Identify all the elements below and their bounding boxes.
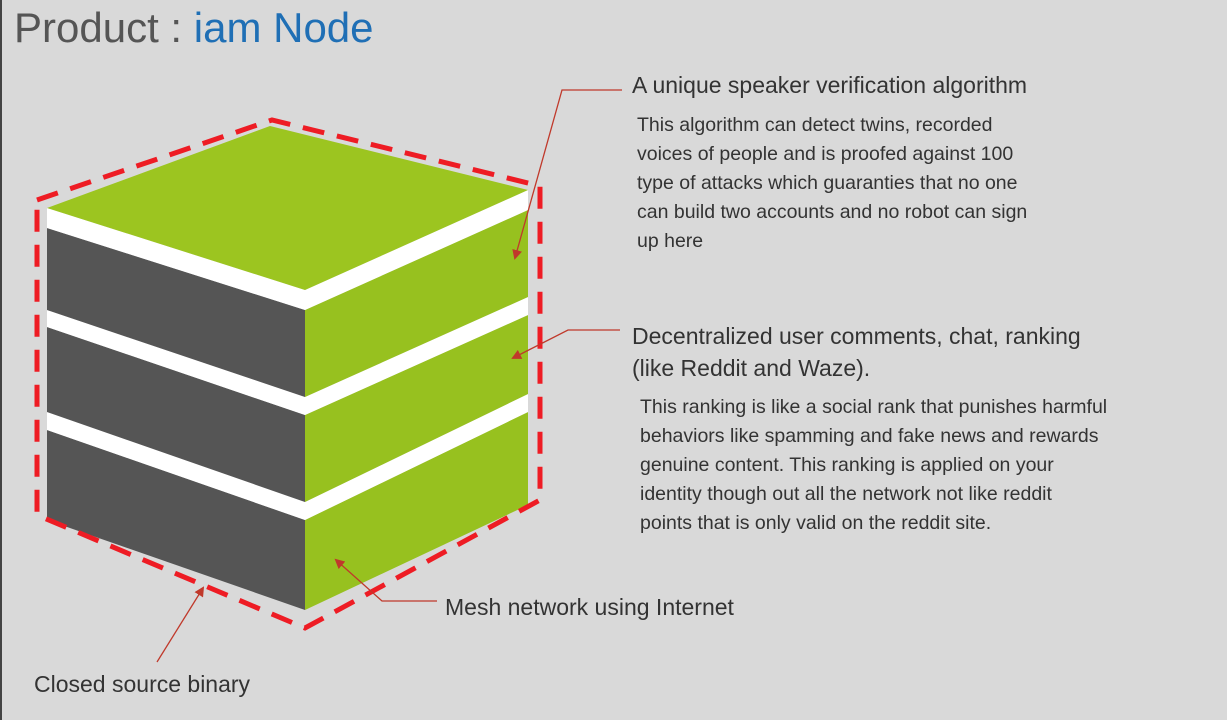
speaker-line: This algorithm can detect twins, recorde… [637,114,993,136]
comments-heading: Decentralized user comments, chat, ranki… [632,320,1081,384]
title-brand: iam Node [193,4,374,51]
comments-heading-line: (like Reddit and Waze). [632,355,871,381]
closed-source-label: Closed source binary [34,671,251,697]
comments-line: points that is only valid on the reddit … [640,512,992,534]
speaker-leader-line [512,89,622,260]
page-title: Product : iam Node [14,4,374,52]
cube-top-face [47,126,528,290]
closed-leader-line [156,586,205,663]
cube-block-top [47,210,528,397]
mesh-leader-line [334,558,437,602]
speaker-line: type of attacks which guaranties that no… [637,172,1018,194]
comments-heading-line: Decentralized user comments, chat, ranki… [632,323,1081,349]
mesh-network-label: Mesh network using Internet [445,594,734,620]
speaker-description: This algorithm can detect twins, recorde… [637,111,1027,256]
speaker-line: up here [637,230,704,252]
comments-line: genuine content. This ranking is applied… [640,454,1054,476]
cube-separator-lower [47,394,528,520]
comments-line: This ranking is like a social rank that … [640,396,1108,418]
closed-source-outline [34,117,543,631]
speaker-heading: A unique speaker verification algorithm [632,72,1028,98]
comments-line: behaviors like spamming and fake news an… [640,425,1099,447]
speaker-line: voices of people and is proofed against … [637,143,1014,165]
cube-separator-upper [47,297,528,415]
speaker-line: can build two accounts and no robot can … [637,201,1028,223]
comments-line: identity though out all the network not … [640,483,1052,505]
cube-block-bottom [47,412,528,610]
cube-block-middle [47,315,528,502]
slide-left-border [0,0,2,720]
cube-top-rim [47,190,528,310]
title-prefix: Product : [14,4,194,51]
comments-leader-line [511,329,620,359]
comments-description: This ranking is like a social rank that … [640,393,1107,538]
